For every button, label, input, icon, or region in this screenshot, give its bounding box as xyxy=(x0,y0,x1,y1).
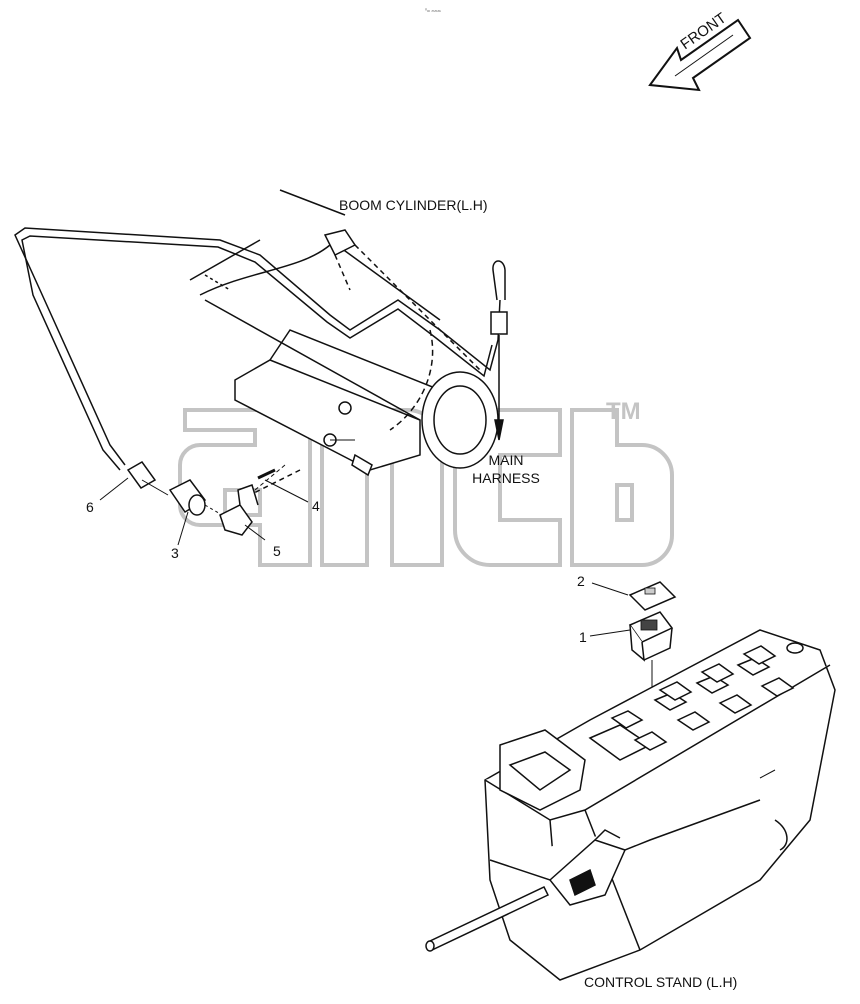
main-harness-label-line2: HARNESS xyxy=(472,470,540,486)
o-ring-4 xyxy=(257,468,276,480)
callout-3: 3 xyxy=(171,545,179,561)
switch-panel-buttons xyxy=(610,645,795,751)
connector-6 xyxy=(126,461,157,489)
callout-6: 6 xyxy=(86,499,94,515)
sensor-parts xyxy=(126,461,286,536)
callout-2: 2 xyxy=(577,573,585,589)
control-stand xyxy=(484,629,836,981)
switch-cover-2 xyxy=(628,581,677,611)
control-stand-label: CONTROL STAND (L.H) xyxy=(584,974,738,990)
callout-4: 4 xyxy=(312,498,320,514)
joystick-lever xyxy=(425,829,627,952)
harness-wire xyxy=(14,227,508,471)
watermark-tm: TM xyxy=(606,398,641,425)
front-arrow xyxy=(648,18,752,92)
main-harness-label-line1: MAIN xyxy=(488,452,524,468)
leader-lines xyxy=(99,477,631,637)
callout-5: 5 xyxy=(273,543,281,559)
boom-cylinder-label: BOOM CYLINDER(L.H) xyxy=(339,197,488,213)
elbow-fitting-5 xyxy=(219,504,253,536)
top-mark: ⁰ₘ ₘₘₘ xyxy=(425,8,441,14)
boom-cylinder xyxy=(189,189,499,501)
callout-1: 1 xyxy=(579,629,587,645)
switch-1 xyxy=(628,611,674,735)
